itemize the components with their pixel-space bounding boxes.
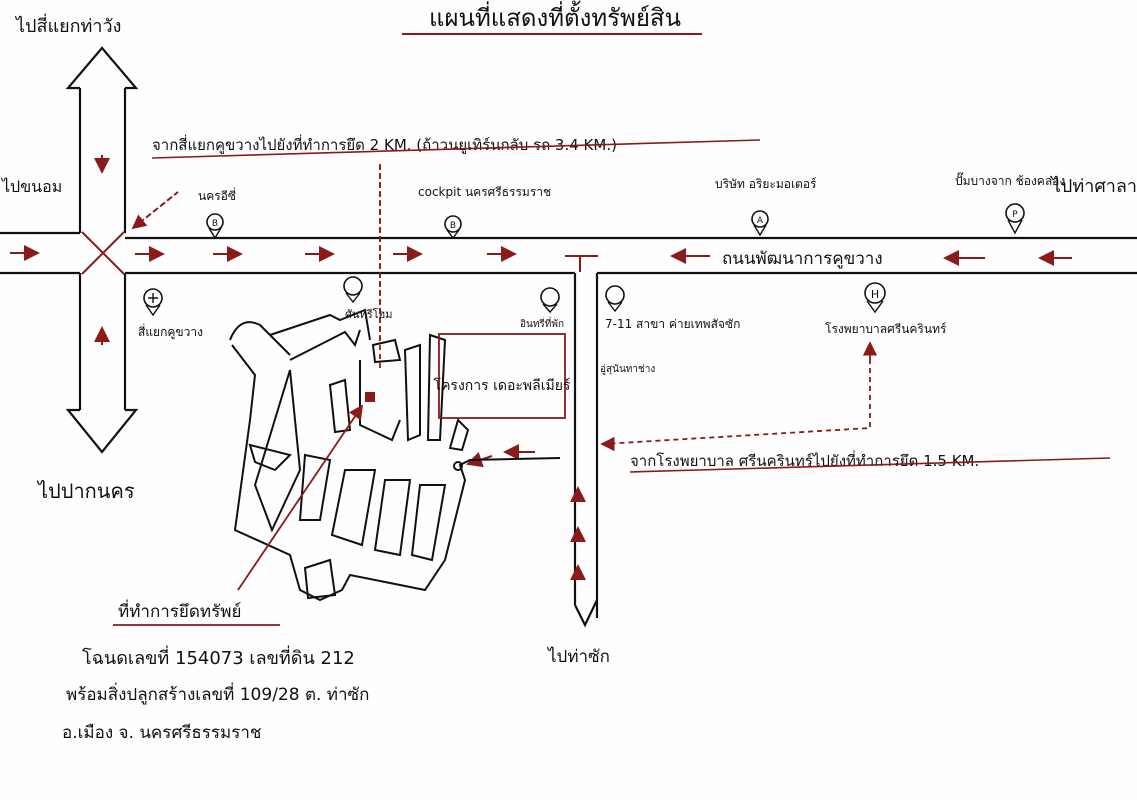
pin-nakhon: B [206,213,224,240]
project-box [438,333,566,419]
route-note-intersection: จากสี่แยกคูขวางไปยังที่ทำการยึด 2 KM. (ถ… [152,134,617,154]
svg-text:B: B [450,221,456,231]
pin-hostel [540,287,560,314]
road-name: ถนนพัฒนาการคูขวาง [722,249,883,269]
label-gas-station: ปั๊มบางจาก ช้องคล่อง [955,172,1065,188]
label-seven-eleven: 7-11 สาขา ค่ายเทพสัจซัก [605,317,740,331]
intersection-cross-b [81,231,125,275]
direction-north: ไปสี่แยกท่าวัง [14,13,121,37]
label-intersection: สี่แยกคูขวาง [138,323,203,340]
direction-east: ไปท่าศาลา [1050,175,1137,197]
pin-hotel [343,276,363,304]
side-road-arrow [574,599,598,628]
route-from-intersection [132,164,381,340]
svg-text:B: B [212,219,218,229]
svg-text:H: H [871,288,879,301]
property-line-1: โฉนดเลขที่ 154073 เลขที่ดิน 212 [82,645,355,669]
direction-tha-sak: ไปท่าซัก [546,646,610,667]
pin-auto-dealer: A [751,210,769,237]
pin-cockpit: B [444,215,462,240]
south-arrow-head [65,408,139,454]
label-nakhon: นครอีซี่ [198,187,236,203]
pin-hospital: H [864,282,886,314]
label-cockpit: cockpit นครศรีธรรมราช [418,185,551,199]
westbound-arrows [670,248,1072,266]
svg-text:A: A [757,216,764,226]
label-auto-dealer: บริษัท อริยะมอเตอร์ [715,177,817,191]
project-label: โครงการ เดอะพลีเมียร์ [434,377,571,394]
pin-intersection [143,288,163,317]
route-note-hospital-underline [629,457,1111,473]
svg-text:P: P [1012,210,1018,220]
property-line-2: พร้อมสิ่งปลูกสร้างเลขที่ 109/28 ต. ท่าซั… [66,682,369,705]
property-line-3: อ.เมือง จ. นครศรีธรรมราช [62,723,261,743]
map-title: แผนที่แสดงที่ตั้งทรัพย์สิน [429,0,681,32]
eastbound-arrows [10,245,517,262]
pin-gas-station: P [1005,203,1025,235]
label-hospital: โรงพยาบาลศรีนครินทร์ [825,322,947,336]
property-pointer [237,404,364,591]
route-arrow [131,191,179,230]
label-hotel: ศันทรีโฮม [345,307,393,321]
route-note-underline [151,139,761,159]
property-marker [365,392,375,402]
property-heading: ที่ทำการยึดทรัพย์ [118,599,241,622]
direction-west: ไปขนอม [0,177,62,196]
subdivision-sketch [229,308,561,602]
direction-south: ไปปากนคร [36,479,135,503]
route-from-hospital [602,350,871,445]
label-garage: อู่สุนันทาช่าง [600,364,655,375]
pin-seven-eleven [605,285,625,313]
label-hostel: อินทรีที่พัก [520,316,564,330]
north-arrow-head [65,46,139,90]
